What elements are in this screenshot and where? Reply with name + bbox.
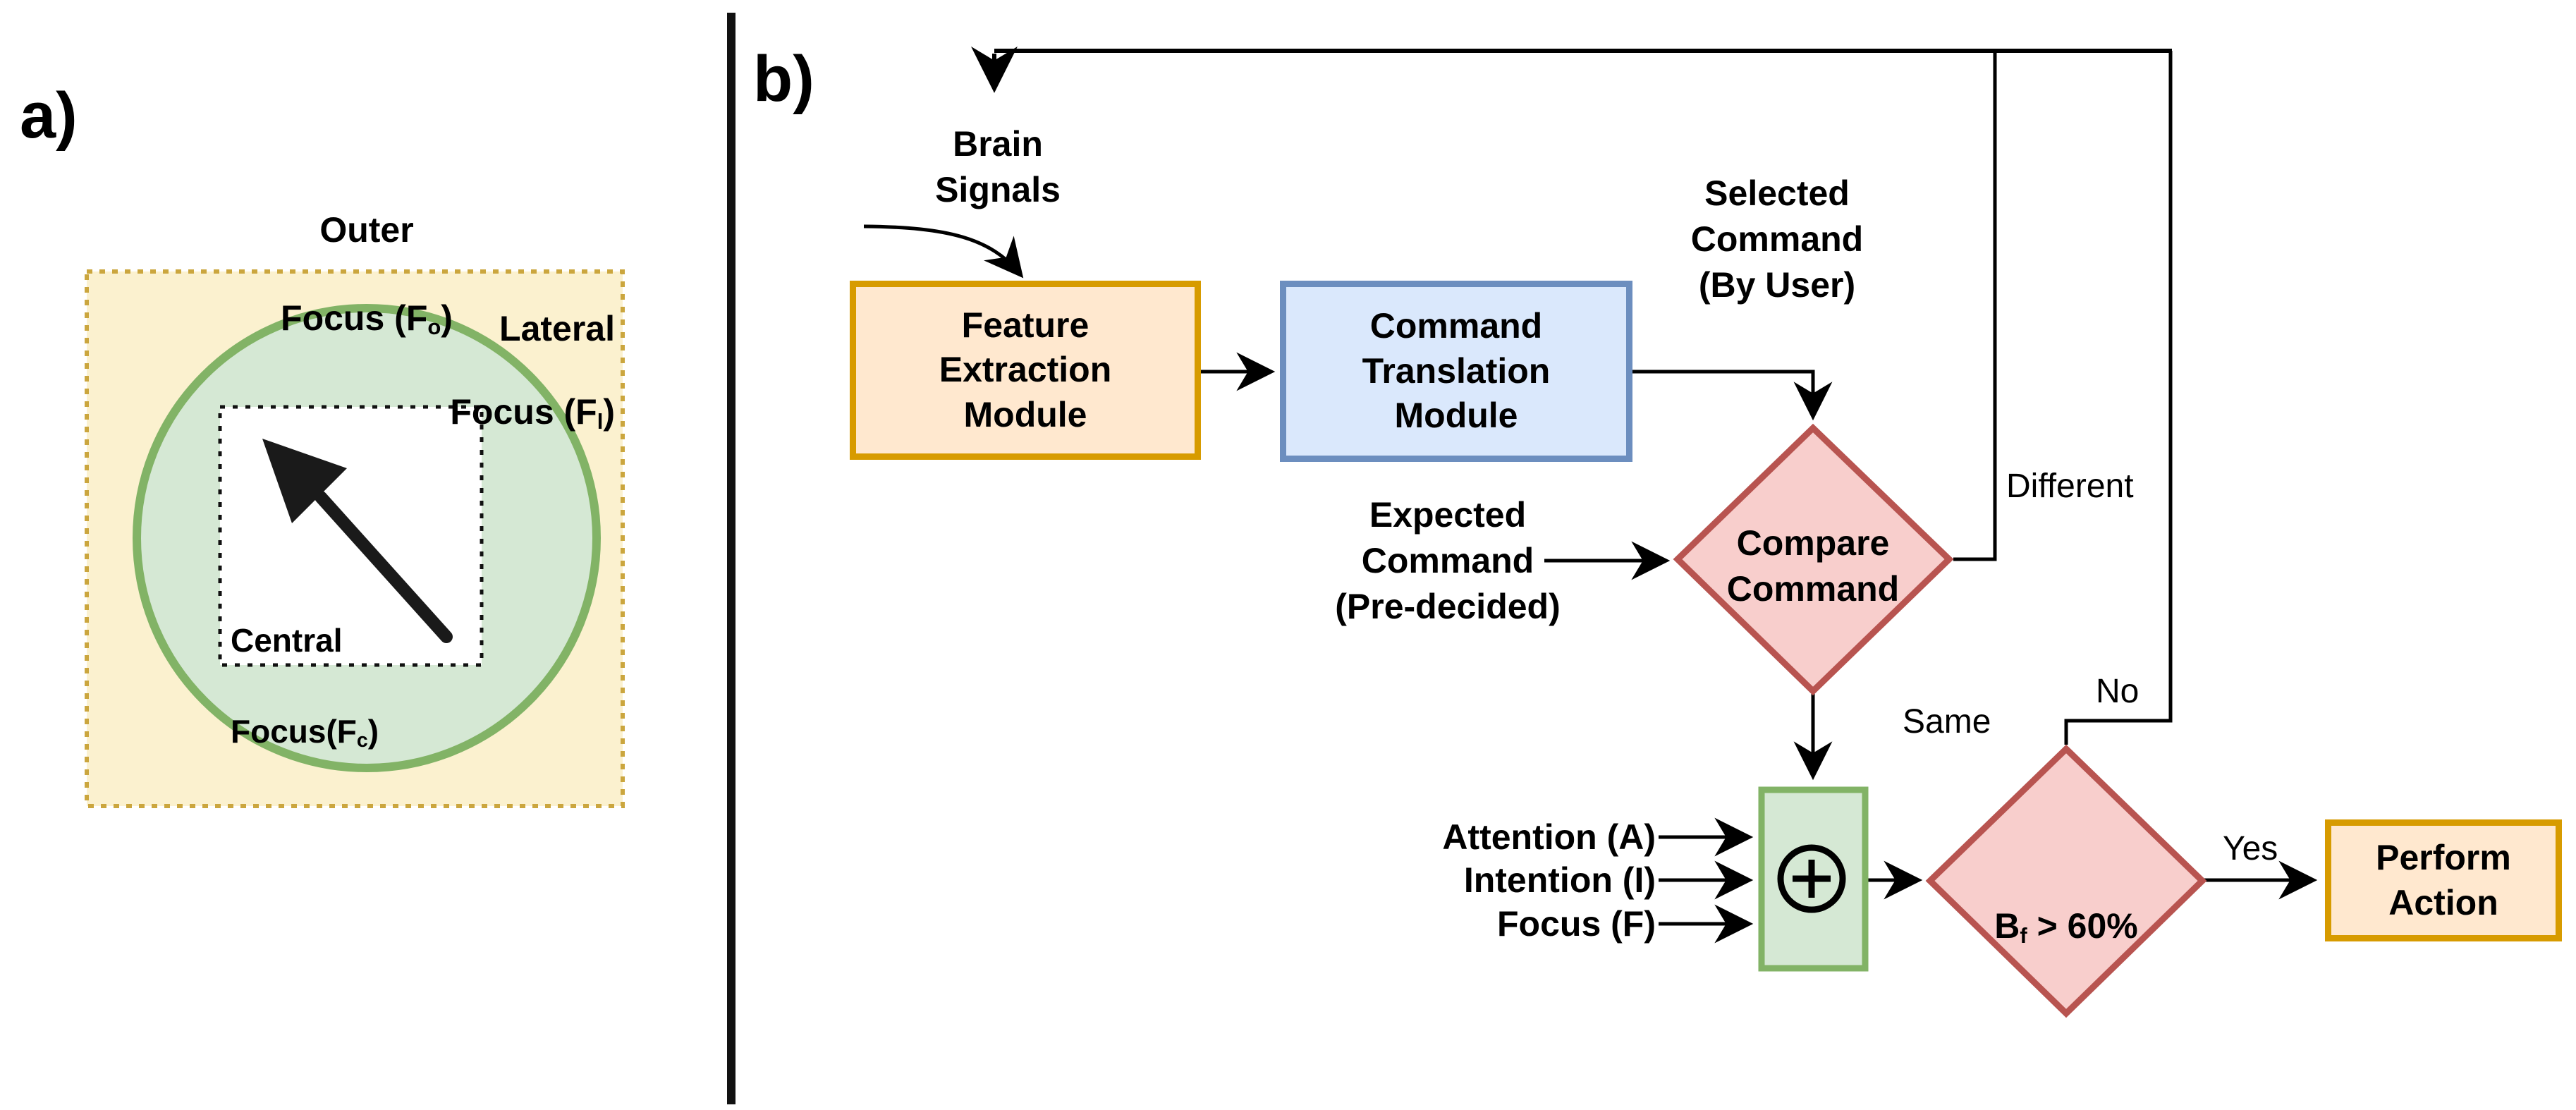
central-focus-pre: Focus(F <box>231 713 357 750</box>
selected-command-label: Selected Command (By User) <box>1690 173 1864 305</box>
outer-focus-post: ) <box>441 298 453 338</box>
expected-command-label: Expected Command (Pre-decided) <box>1335 495 1561 626</box>
central-focus-sub: c <box>356 729 368 752</box>
brain-signals-label: Brain Signals <box>935 124 1061 209</box>
lateral-focus-line1: Lateral <box>499 309 615 348</box>
bf-pre: B <box>1994 906 2020 946</box>
outer-focus-label: Outer Focus (Fo) <box>226 164 508 340</box>
compare-command-label: Compare Command <box>1726 523 1900 609</box>
panel-a-label: a) <box>20 80 78 152</box>
bf-post: > 60% <box>2027 906 2138 946</box>
feature-extraction-node: Feature Extraction Module <box>850 281 1201 460</box>
lateral-focus-sub: l <box>597 408 604 434</box>
flow-connectors <box>863 46 2318 944</box>
compare-command-diamond <box>1673 423 1954 696</box>
central-focus-label: Central Focus(Fc) <box>231 573 379 755</box>
edge-label-same: Same <box>1903 703 1991 740</box>
bf-condition-label: Bf > 60% <box>1953 858 2179 949</box>
bf-sub: f <box>2020 922 2027 948</box>
central-focus-post: ) <box>367 713 379 750</box>
lateral-focus-pre: Focus (F <box>450 392 597 432</box>
edge-label-no: No <box>2096 673 2139 710</box>
intention-input-label: Intention (I) <box>1463 860 1656 900</box>
lateral-focus-label: Lateral Focus (Fl) <box>417 267 615 434</box>
edge-label-different: Different <box>2006 468 2134 505</box>
panel-b-label: b) <box>753 43 814 115</box>
central-focus-line1: Central <box>231 622 343 659</box>
edge-label-yes: Yes <box>2223 830 2278 867</box>
outer-focus-sub: o <box>427 315 441 340</box>
focus-input-label: Focus (F) <box>1497 904 1656 944</box>
attention-input-label: Attention (A) <box>1442 817 1656 857</box>
outer-focus-pre: Focus (F <box>281 298 428 338</box>
bf-condition-diamond <box>1925 744 2207 1018</box>
circle-plus-icon <box>1777 844 1846 913</box>
outer-focus-line1: Outer <box>319 209 414 250</box>
lateral-focus-post: ) <box>603 392 615 432</box>
command-translation-node: Command Translation Module <box>1280 281 1632 462</box>
perform-action-node: Perform Action <box>2325 819 2562 941</box>
up-left-arrow-icon <box>262 439 453 643</box>
panel-divider <box>727 13 735 1104</box>
